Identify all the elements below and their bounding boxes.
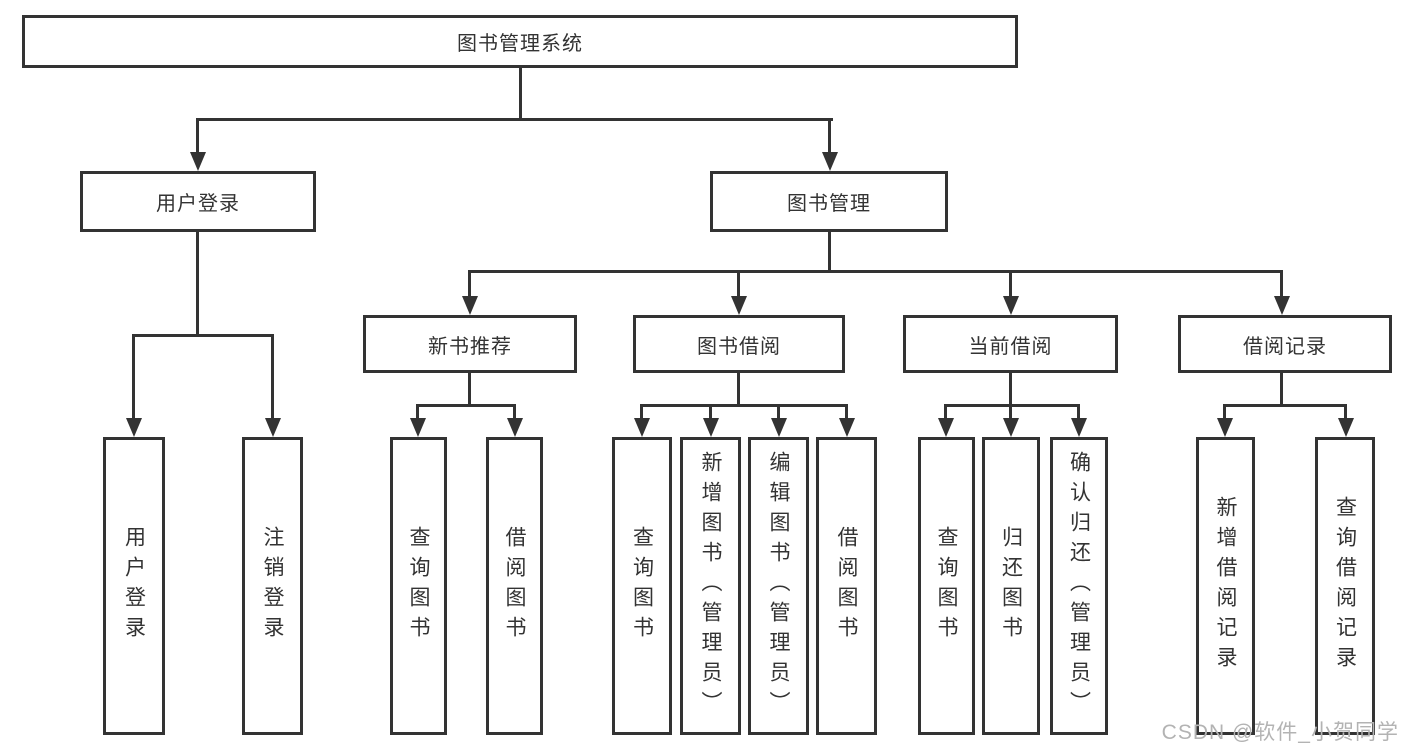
connector-cb-leaf3 <box>1077 404 1080 422</box>
node-new-book-recommend: 新书推荐 <box>363 315 577 373</box>
leaf-add-books-admin-label: 新增图书（管理员） <box>699 451 722 721</box>
arrow-to-book-borrow <box>731 296 747 315</box>
node-book-borrow-label: 图书借阅 <box>697 335 781 358</box>
arrow-cb-leaf2 <box>1003 418 1019 437</box>
node-current-borrow: 当前借阅 <box>903 315 1118 373</box>
leaf-query-books-borrow: 查询图书 <box>612 437 672 735</box>
leaf-user-login: 用户登录 <box>103 437 165 735</box>
connector-to-new-book <box>468 270 471 298</box>
arrow-to-user-login <box>190 152 206 171</box>
connector-new-book-stem <box>468 373 471 406</box>
leaf-add-borrow-record: 新增借阅记录 <box>1196 437 1255 735</box>
arrow-nb-leaf2 <box>507 418 523 437</box>
node-book-management-label: 图书管理 <box>787 193 871 215</box>
connector-cb-leaf1 <box>944 404 947 422</box>
connector-root-stem <box>519 68 522 120</box>
arrow-br-leaf2 <box>1338 418 1354 437</box>
connector-nb-leaf1 <box>416 404 419 422</box>
node-user-login-label: 用户登录 <box>156 193 240 215</box>
leaf-query-books-recommend-label: 查询图书 <box>407 526 430 646</box>
leaf-add-books-admin: 新增图书（管理员） <box>680 437 741 735</box>
arrow-to-leaf-user-login <box>126 418 142 437</box>
arrow-cb-leaf3 <box>1071 418 1087 437</box>
connector-to-current-borrow <box>1009 270 1012 298</box>
connector-borrow-records-bar <box>1224 404 1346 407</box>
connector-level2-bar <box>197 118 833 121</box>
arrow-to-current-borrow <box>1003 296 1019 315</box>
node-new-book-recommend-label: 新书推荐 <box>428 335 512 358</box>
node-book-management: 图书管理 <box>710 171 948 232</box>
leaf-borrow-books: 借阅图书 <box>816 437 877 735</box>
leaf-add-borrow-record-label: 新增借阅记录 <box>1214 496 1237 676</box>
leaf-borrow-books-recommend-label: 借阅图书 <box>503 526 526 646</box>
leaf-edit-books-admin-label: 编辑图书（管理员） <box>767 451 790 721</box>
leaf-borrow-books-label: 借阅图书 <box>835 526 858 646</box>
arrow-nb-leaf1 <box>410 418 426 437</box>
connector-nb-leaf2 <box>513 404 516 422</box>
connector-to-book-borrow <box>737 270 740 298</box>
leaf-query-books-recommend: 查询图书 <box>390 437 447 735</box>
connector-current-borrow-stem <box>1009 373 1012 406</box>
arrow-cb-leaf1 <box>938 418 954 437</box>
arrow-bb-leaf3 <box>771 418 787 437</box>
arrow-bb-leaf2 <box>703 418 719 437</box>
connector-to-leaf-logout <box>271 334 274 422</box>
connector-cb-leaf2 <box>1009 404 1012 422</box>
connector-book-borrow-stem <box>737 373 740 406</box>
leaf-user-login-label: 用户登录 <box>122 526 146 646</box>
arrow-bb-leaf4 <box>839 418 855 437</box>
node-current-borrow-label: 当前借阅 <box>968 335 1053 358</box>
connector-br-leaf1 <box>1223 404 1226 422</box>
connector-new-book-bar <box>417 404 516 407</box>
leaf-return-books: 归还图书 <box>982 437 1040 735</box>
node-book-borrow: 图书借阅 <box>633 315 845 373</box>
connector-br-leaf2 <box>1344 404 1347 422</box>
arrow-to-book-management <box>822 152 838 171</box>
leaf-return-books-label: 归还图书 <box>999 526 1023 646</box>
connector-book-borrow-bar <box>641 404 848 407</box>
connector-current-borrow-bar <box>945 404 1080 407</box>
csdn-watermark: CSDN @软件_小贺同学 <box>1161 721 1399 744</box>
leaf-query-borrow-record: 查询借阅记录 <box>1315 437 1375 735</box>
arrow-bb-leaf1 <box>634 418 650 437</box>
leaf-logout-login-label: 注销登录 <box>261 526 284 646</box>
leaf-borrow-books-recommend: 借阅图书 <box>486 437 543 735</box>
leaf-confirm-return-admin: 确认归还（管理员） <box>1050 437 1108 735</box>
connector-to-borrow-records <box>1280 270 1283 298</box>
connector-bb-leaf3 <box>777 404 780 422</box>
arrow-to-new-book <box>462 296 478 315</box>
leaf-logout-login: 注销登录 <box>242 437 303 735</box>
arrow-to-borrow-records <box>1274 296 1290 315</box>
connector-to-leaf-user-login <box>132 334 135 422</box>
node-user-login: 用户登录 <box>80 171 316 232</box>
connector-bb-leaf2 <box>709 404 712 422</box>
connector-user-login-bar <box>133 334 274 337</box>
arrow-br-leaf1 <box>1217 418 1233 437</box>
connector-book-management-stem <box>828 232 831 272</box>
node-borrow-records-label: 借阅记录 <box>1243 335 1327 358</box>
connector-borrow-records-stem <box>1280 373 1283 406</box>
connector-to-user-login <box>196 118 199 158</box>
node-borrow-records: 借阅记录 <box>1178 315 1392 373</box>
leaf-query-books-current-label: 查询图书 <box>935 526 958 646</box>
connector-to-book-management <box>828 118 831 158</box>
leaf-query-borrow-record-label: 查询借阅记录 <box>1333 496 1357 676</box>
connector-bb-leaf1 <box>640 404 643 422</box>
leaf-query-books-current: 查询图书 <box>918 437 975 735</box>
connector-level3-bar <box>469 270 1283 273</box>
connector-bb-leaf4 <box>845 404 848 422</box>
leaf-confirm-return-admin-label: 确认归还（管理员） <box>1067 451 1091 721</box>
leaf-edit-books-admin: 编辑图书（管理员） <box>748 437 809 735</box>
node-library-system: 图书管理系统 <box>22 15 1018 68</box>
connector-user-login-stem <box>196 232 199 337</box>
arrow-to-leaf-logout <box>265 418 281 437</box>
node-library-system-label: 图书管理系统 <box>457 33 583 55</box>
leaf-query-books-borrow-label: 查询图书 <box>630 526 654 646</box>
